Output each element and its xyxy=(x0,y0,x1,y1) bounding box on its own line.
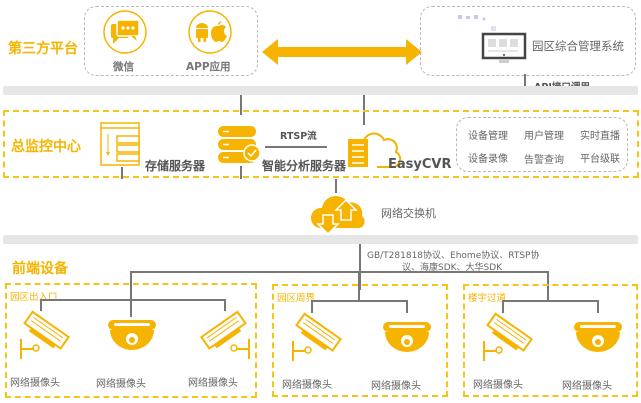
zone3-drop-1 xyxy=(502,300,504,313)
monitor-icon xyxy=(481,26,527,63)
monitor-center-box xyxy=(3,110,639,178)
network-camera[interactable]: 网络摄像头 xyxy=(10,310,78,391)
wechat-label: 微信 xyxy=(113,61,134,73)
analysis-server-icon xyxy=(218,126,261,163)
bullet-camera-icon xyxy=(483,312,534,361)
function-alarm-query: 告警查询 xyxy=(524,155,564,166)
zone2-drop-1 xyxy=(311,300,313,313)
network-camera-label: 网络摄像头 xyxy=(96,379,146,390)
network-camera[interactable]: 网络摄像头 xyxy=(371,314,439,394)
function-platform-cascade: 平台级联 xyxy=(580,154,620,165)
connector-switch-up xyxy=(335,179,337,193)
monitor-center-title: 总监控中心 xyxy=(11,139,81,155)
dome-camera-icon xyxy=(108,320,156,350)
connector-storage-down xyxy=(121,167,123,179)
connector-zone1 xyxy=(130,271,132,317)
network-camera[interactable]: 网络摄像头 xyxy=(473,312,541,393)
network-camera[interactable]: 网络摄像头 xyxy=(188,310,256,391)
zone-park-perimeter-label: 园区周界 xyxy=(277,293,316,304)
layer-divider-bottom xyxy=(3,235,638,244)
third-party-apps-box xyxy=(84,6,258,76)
zone2-drop-2 xyxy=(406,300,408,313)
connector-analysis-down xyxy=(240,166,242,179)
front-end-title: 前端设备 xyxy=(12,261,68,277)
api-connector xyxy=(524,74,526,86)
floating-ui-icons xyxy=(458,15,486,21)
network-camera-label: 网络摄像头 xyxy=(188,378,238,389)
mobile-app[interactable]: APP应用 xyxy=(180,9,240,74)
chat-bubbles-icon xyxy=(103,10,147,54)
easycvr-cloud-server-icon xyxy=(348,132,402,168)
network-camera[interactable]: 网络摄像头 xyxy=(562,314,630,394)
function-device-management: 设备管理 xyxy=(468,131,508,142)
dome-camera-icon xyxy=(383,322,431,352)
zone3-branch xyxy=(502,300,598,302)
analysis-server-label: 智能分析服务器 xyxy=(262,159,347,173)
network-switch-cloud-icon xyxy=(310,195,365,236)
function-live-stream: 实时直播 xyxy=(580,131,620,142)
layer-divider-top xyxy=(3,86,638,95)
network-camera[interactable]: 网络摄像头 xyxy=(282,312,350,393)
bullet-camera-icon xyxy=(20,310,71,359)
connector-protocols xyxy=(359,244,361,290)
zone-building-corridor xyxy=(463,284,638,397)
zone-park-entrance xyxy=(5,283,257,398)
function-device-recording: 设备录像 xyxy=(468,154,508,165)
network-camera[interactable]: 网络摄像头 xyxy=(96,312,164,392)
management-system-label: 园区综合管理系统 xyxy=(532,39,624,53)
dome-camera-icon xyxy=(574,322,622,352)
android-apple-icon xyxy=(188,10,232,54)
function-user-management: 用户管理 xyxy=(524,131,564,142)
network-camera-label: 网络摄像头 xyxy=(10,378,60,389)
zone1-drop-1 xyxy=(40,299,42,311)
network-camera-label: 网络摄像头 xyxy=(562,381,612,392)
storage-server-label: 存储服务器 xyxy=(145,159,206,173)
rtsp-stream-label: RTSP流 xyxy=(280,131,317,142)
easycvr-label: EasyCVR xyxy=(388,157,452,172)
protocols-label-line2: 议、海康SDK、大华SDK xyxy=(402,263,503,273)
bullet-camera-icon xyxy=(199,310,250,359)
zone-building-corridor-label: 楼宇过道 xyxy=(468,293,507,304)
zone1-drop-3 xyxy=(224,299,226,311)
double-arrow-icon xyxy=(262,39,422,65)
connector-analysis-up xyxy=(240,95,242,115)
zone3-drop-2 xyxy=(597,300,599,313)
protocols-label-line1: GB/T281818协议、Ehome协议、RTSP协 xyxy=(367,251,540,261)
functions-box xyxy=(456,117,628,172)
bullet-camera-icon xyxy=(292,312,343,361)
network-camera-label: 网络摄像头 xyxy=(371,381,421,392)
zone1-branch xyxy=(40,299,225,301)
zone-park-entrance-label: 园区出入口 xyxy=(10,292,58,303)
front-end-trunk xyxy=(130,271,548,273)
zone2-branch xyxy=(311,300,407,302)
management-system-box xyxy=(420,6,636,76)
network-switch-label: 网络交换机 xyxy=(381,207,436,220)
network-camera-label: 网络摄像头 xyxy=(282,380,332,391)
rtsp-connector xyxy=(265,146,327,148)
app-label: APP应用 xyxy=(186,61,231,73)
wechat-app[interactable]: 微信 xyxy=(100,9,150,74)
third-party-title: 第三方平台 xyxy=(8,41,78,57)
storage-server-icon xyxy=(100,122,140,166)
network-camera-label: 网络摄像头 xyxy=(473,380,523,391)
zone-park-perimeter xyxy=(272,284,448,397)
